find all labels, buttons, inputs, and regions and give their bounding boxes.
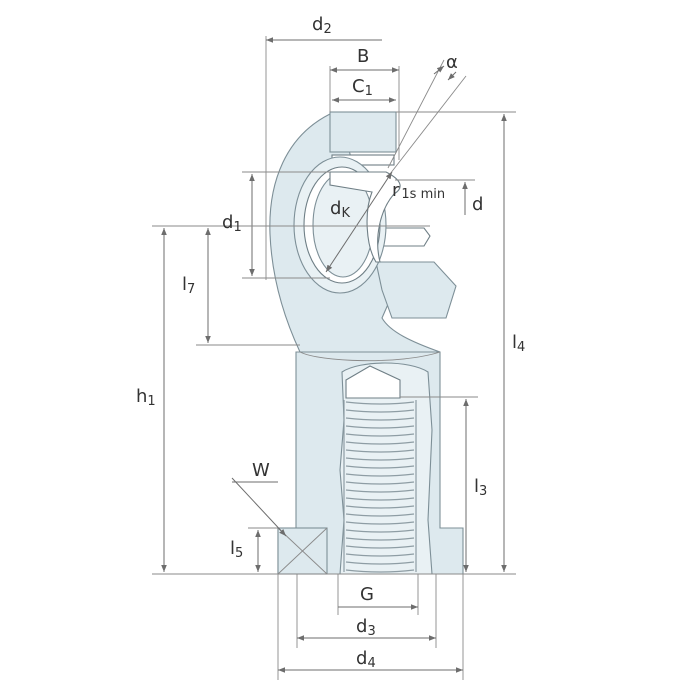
label-l7: l7 [182,274,195,297]
label-W: W [252,460,270,481]
thread-line [345,465,415,469]
label-d: d [472,194,483,215]
label-G: G [360,584,374,605]
label-d1: d1 [222,212,242,235]
label-l3: l3 [474,476,487,499]
thread-line [345,537,415,541]
thread-line [345,513,415,517]
thread-line [345,505,415,509]
thread-line [345,489,415,493]
thread-line [345,473,415,477]
thread-line [345,449,415,453]
thread-line [345,481,415,485]
thread-line [345,529,415,533]
label-d4: d4 [356,648,376,671]
thread-line [345,553,415,557]
thread-line [345,457,415,461]
label-B: B [357,46,369,67]
label-d2: d2 [312,14,332,37]
thread-line [345,441,415,445]
label-d3: d3 [356,616,376,639]
label-alpha: α [446,52,458,73]
thread-line [345,401,415,405]
thread-line [345,409,415,413]
thread-line [345,433,415,437]
thread-line [345,497,415,501]
label-l5: l5 [230,538,243,561]
label-dK: dK [330,198,350,221]
bolt-tip [345,365,401,399]
lock-head [375,261,457,319]
thread-line [345,417,415,421]
thread-line [345,569,415,573]
label-C1: C1 [352,76,373,99]
top-insert [329,111,397,153]
label-l4: l4 [512,332,525,355]
thread-line [345,561,415,565]
thread-line [345,521,415,525]
thread-line [345,545,415,549]
thread-lines [343,400,417,573]
thread-line [345,425,415,429]
label-h1: h1 [136,386,156,409]
